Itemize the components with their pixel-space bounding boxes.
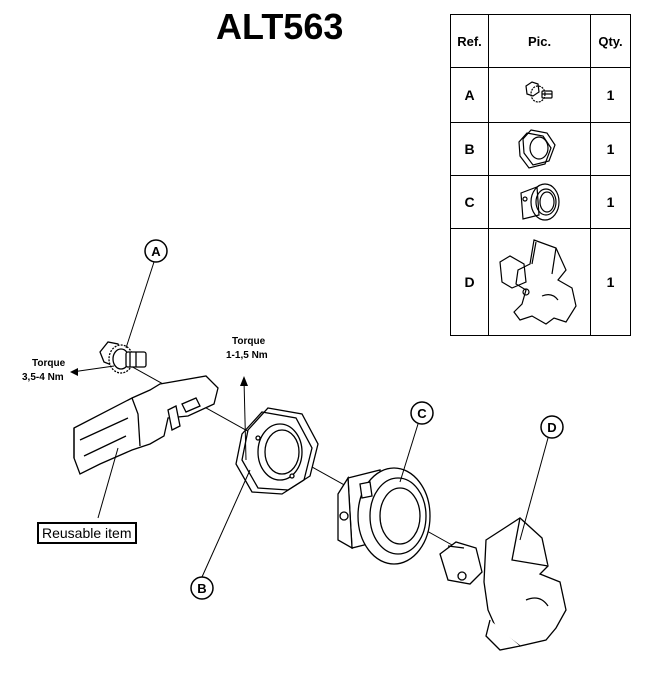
hex-nut-icon bbox=[517, 129, 556, 169]
callout-c-letter: C bbox=[417, 406, 427, 421]
part-b-nut bbox=[235, 407, 319, 495]
table-row: D 1 bbox=[450, 228, 631, 336]
header-qty: Qty. bbox=[590, 14, 631, 68]
torque-right-label: Torque bbox=[232, 336, 266, 347]
row-qty: 1 bbox=[590, 228, 631, 336]
callout-a-leader bbox=[125, 261, 155, 349]
callout-c-leader bbox=[399, 423, 419, 483]
part-c-bushing bbox=[337, 467, 431, 565]
callout-d-circle bbox=[540, 415, 564, 439]
callout-b-circle bbox=[190, 576, 214, 600]
header-pic: Pic. bbox=[488, 14, 591, 68]
torque-left-arrowhead bbox=[70, 368, 78, 376]
reusable-cam-arm bbox=[73, 375, 219, 475]
row-qty: 1 bbox=[590, 122, 631, 176]
callout-b-leader bbox=[201, 469, 251, 578]
drawing-title: ALT563 bbox=[216, 6, 344, 47]
row-pic bbox=[488, 175, 591, 229]
torque-right-arrowhead bbox=[240, 376, 248, 386]
torque-left-value: 3,5-4 Nm bbox=[22, 372, 64, 383]
callout-c-circle bbox=[410, 401, 434, 425]
flanged-bushing-icon bbox=[519, 183, 560, 221]
part-a-bolt bbox=[99, 341, 147, 374]
reusable-item-label: Reusable item bbox=[37, 522, 137, 544]
table-row: B 1 bbox=[450, 122, 631, 176]
reusable-leader bbox=[97, 447, 119, 519]
callout-a-letter: A bbox=[151, 244, 161, 259]
callout-b-letter: B bbox=[197, 581, 206, 596]
row-qty: 1 bbox=[590, 175, 631, 229]
torque-right-arrow bbox=[243, 379, 247, 461]
row-qty: 1 bbox=[590, 67, 631, 123]
table-row: C 1 bbox=[450, 175, 631, 229]
torque-left-arrow bbox=[71, 365, 115, 373]
torque-right-value: 1-1,5 Nm bbox=[226, 350, 268, 361]
parts-table: Ref. Pic. Qty. A 1 B bbox=[450, 14, 631, 336]
torque-left-label: Torque bbox=[32, 358, 66, 369]
callout-d-letter: D bbox=[547, 420, 556, 435]
header-ref: Ref. bbox=[450, 14, 489, 68]
callout-d-leader bbox=[519, 437, 549, 541]
callout-a-circle bbox=[144, 239, 168, 263]
row-ref: D bbox=[450, 228, 489, 336]
row-pic bbox=[488, 122, 591, 176]
table-row: A 1 bbox=[450, 67, 631, 123]
bolt-with-washer-icon bbox=[524, 81, 553, 103]
parts-table-header: Ref. Pic. Qty. bbox=[450, 14, 631, 68]
row-pic bbox=[488, 228, 591, 336]
part-d-housing bbox=[439, 517, 567, 651]
latch-cam-housing-icon bbox=[498, 239, 577, 325]
